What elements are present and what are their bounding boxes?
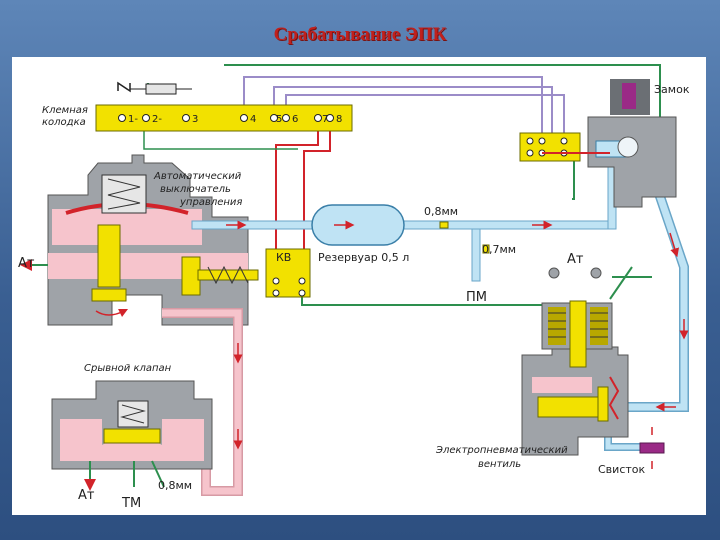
terminal-5-label: 5 (276, 114, 282, 125)
whistle: Свисток (598, 427, 665, 476)
whistle-label: Свисток (598, 463, 645, 476)
reservoir: Резервуар 0,5 л (311, 204, 409, 264)
diode-resistor (117, 81, 192, 95)
orifice-07-label: 0,7мм (482, 243, 516, 256)
breakdown-valve: Срывной клапан Ат ТМ 0,8мм (51, 363, 213, 511)
slide-title: Срабатывание ЭПК (273, 24, 447, 45)
epv-valve: Ат Электропневматический вентиль (435, 252, 629, 470)
terminal-8-label: 8 (336, 114, 342, 125)
terminal-block: 1- 2- 3 4 5 6 7 8 Клемная колодка (42, 104, 353, 132)
auto-switch-label-1: Автоматический (153, 171, 242, 182)
kv-block: КВ (265, 248, 311, 298)
epv-label-1: Электропневматический (435, 445, 568, 456)
lock-valve-block: Замок (519, 79, 690, 208)
terminal-screws (118, 114, 334, 122)
orifice-bottom-label: 0,8мм (158, 479, 192, 492)
terminal-4-label: 4 (250, 114, 256, 125)
epv-label-2: вентиль (478, 459, 521, 470)
kv-label: КВ (276, 251, 291, 264)
atm-bottom-label: Ат (78, 488, 95, 503)
atm-left-label: Ат (18, 256, 35, 271)
terminal-6-label: 6 (292, 114, 298, 125)
auto-control-switch: Автоматический выключатель управления (47, 154, 259, 326)
terminal-block-label-2: колодка (42, 117, 86, 128)
terminal-3-label: 3 (192, 114, 198, 125)
atm-valve-label: Ат (567, 252, 584, 267)
tm-label: ТМ (121, 496, 141, 511)
orifice-08-label: 0,8мм (424, 205, 458, 218)
lock-label: Замок (654, 83, 690, 96)
auto-switch-label-3: управления (179, 197, 242, 208)
terminal-block-label-1: Клемная (42, 105, 88, 116)
auto-switch-label-2: выключатель (160, 184, 231, 195)
breakdown-valve-label: Срывной клапан (84, 363, 172, 374)
diagram-panel: 1- 2- 3 4 5 6 7 8 Клемная колодка Автома… (12, 57, 706, 515)
pm-label: ПМ (466, 290, 487, 305)
terminal-7-label: 7 (322, 114, 328, 125)
terminal-1-label: 1- (128, 114, 138, 125)
reservoir-label: Резервуар 0,5 л (318, 251, 409, 264)
epk-diagram: 1- 2- 3 4 5 6 7 8 Клемная колодка Автома… (18, 64, 690, 511)
terminal-2-label: 2- (152, 114, 162, 125)
